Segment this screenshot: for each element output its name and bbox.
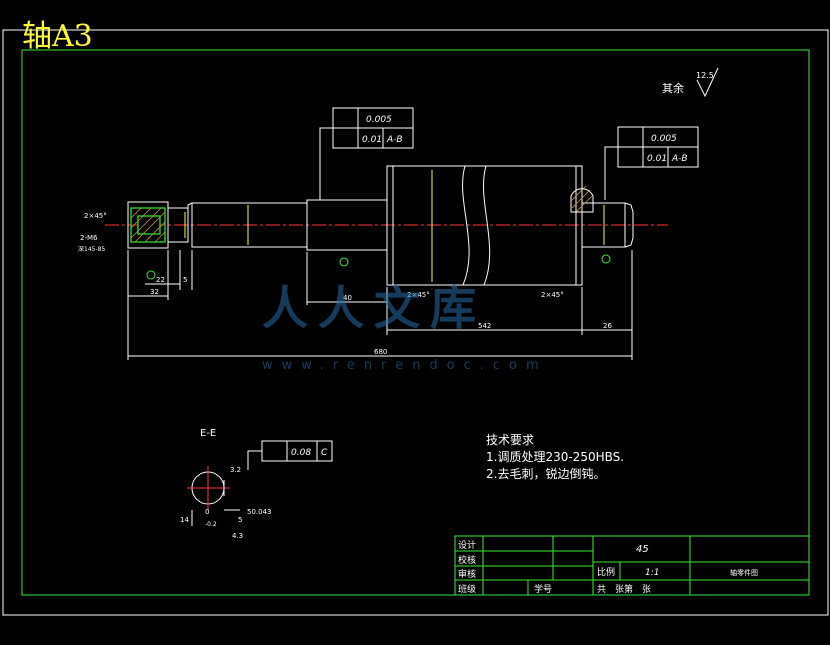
dim-chamfer-mid2: 2×45° (541, 291, 564, 299)
tolerance-frame-section-box (247, 440, 333, 470)
sec-dim-32: 3.2 (230, 466, 241, 474)
tb-row-class: 班级 (458, 583, 476, 595)
sec-dim-43: 4.3 (232, 532, 243, 540)
tb-student-no: 学号 (534, 583, 552, 595)
roughness-value: 12.5 (696, 71, 714, 80)
diameter-markers (184, 170, 605, 282)
inner-border (21, 49, 810, 596)
sec-dim-14: 14 (180, 516, 189, 524)
dim-680: 680 (374, 348, 387, 356)
tb-row-check: 校核 (458, 554, 476, 566)
dim-40: 40 (343, 294, 352, 302)
datum-markers (146, 254, 611, 280)
tol-section-ref: C (321, 448, 328, 458)
dim-22: 22 (156, 276, 165, 284)
sec-dim-2: -0.2 (205, 521, 217, 528)
title-block-grid (454, 535, 810, 596)
tb-sheet: 共 张第 张 (597, 583, 651, 595)
tolerance-frame-left-box (319, 107, 414, 200)
shaft-outline (127, 165, 634, 286)
watermark-url: www.renrendoc.com (262, 358, 548, 373)
sec-dim-50: 50.043 (247, 508, 272, 516)
outer-border (2, 29, 829, 616)
tb-scale-value: 1:1 (645, 568, 659, 578)
tb-row-design: 设计 (458, 539, 476, 551)
dim-5: 5 (183, 276, 187, 284)
dim-chamfer-mid: 2×45° (407, 291, 430, 299)
tb-material: 45 (636, 544, 649, 555)
tech-note-1: 1.调质处理230-250HBS. (486, 450, 625, 464)
tol-right-ref: A-B (671, 154, 688, 164)
hatch-lines (130, 185, 593, 243)
tech-notes-heading: 技术要求 (486, 433, 535, 447)
tol-left-row1: 0.005 (366, 115, 392, 125)
tol-section-value: 0.08 (291, 448, 311, 458)
drawing-title: 轴A3 (22, 19, 93, 54)
tb-row-review: 审核 (458, 568, 476, 580)
tol-left-row2: 0.01 (362, 135, 382, 145)
tolerance-frame-right-box (604, 126, 699, 200)
dim-thread-depth: 深145-85 (78, 245, 105, 253)
dim-542: 542 (478, 322, 491, 330)
tb-scale-label: 比例 (597, 566, 615, 578)
tol-right-row2: 0.01 (647, 154, 667, 164)
tech-note-2: 2.去毛刺，锐边倒钝。 (486, 467, 606, 481)
dim-thread: 2-M6 (80, 234, 98, 242)
left-end-hatch (130, 207, 166, 243)
section-view (187, 466, 240, 526)
tb-drawing-name: 轴零件图 (730, 568, 758, 577)
tol-left-ref: A-B (386, 135, 403, 145)
tol-right-row1: 0.005 (651, 134, 677, 144)
dim-chamfer-left: 2×45° (84, 212, 107, 220)
roughness-label: 其余 (662, 81, 684, 95)
right-keyway (570, 188, 594, 213)
dimension-lines (127, 250, 633, 360)
tech-notes: 技术要求 1.调质处理230-250HBS. 2.去毛刺，锐边倒钝。 (486, 432, 624, 483)
section-label: E-E (200, 428, 216, 439)
watermark-logo: 人人文库 (262, 281, 486, 335)
dim-26: 26 (603, 322, 612, 330)
sec-dim-5: 5 (238, 516, 242, 524)
roughness-symbol (696, 67, 719, 98)
dim-32: 32 (150, 288, 159, 296)
sec-dim-0: 0 (205, 508, 209, 516)
